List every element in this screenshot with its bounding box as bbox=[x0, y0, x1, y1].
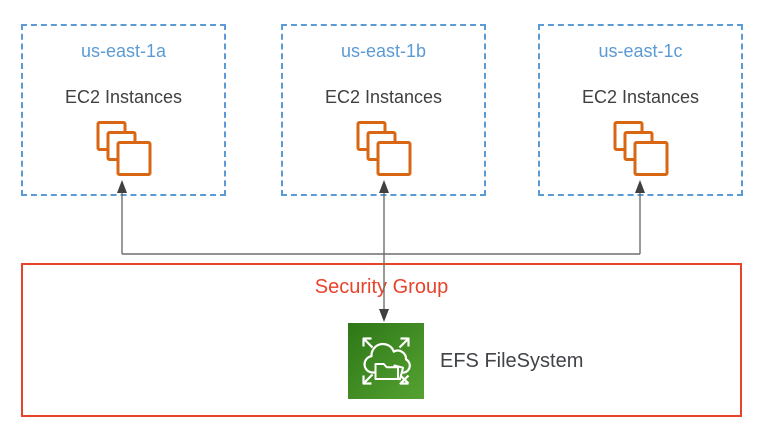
az-name-label: us-east-1a bbox=[80, 41, 167, 61]
ec2-instances-icon bbox=[96, 121, 151, 176]
ec2-instances-icon bbox=[613, 121, 668, 176]
ec2-square-front bbox=[376, 141, 411, 176]
az-name-label: us-east-1b bbox=[340, 41, 427, 61]
availability-zone-box-2: us-east-1b EC2 Instances bbox=[281, 24, 486, 196]
expand-arrows-icon bbox=[362, 337, 410, 385]
availability-zone-box-1: us-east-1a EC2 Instances bbox=[21, 24, 226, 196]
security-group-label: Security Group bbox=[314, 276, 449, 298]
efs-filesystem: EFS FileSystem bbox=[348, 323, 583, 399]
ec2-square-front bbox=[633, 141, 668, 176]
security-group-box: Security Group bbox=[21, 263, 742, 417]
efs-icon bbox=[348, 323, 424, 399]
ec2-square-front bbox=[116, 141, 151, 176]
availability-zone-box-3: us-east-1c EC2 Instances bbox=[538, 24, 743, 196]
az-name-label: us-east-1c bbox=[598, 41, 683, 61]
folder-icon bbox=[374, 363, 399, 380]
efs-filesystem-label: EFS FileSystem bbox=[440, 349, 584, 372]
ec2-instances-label: EC2 Instances bbox=[64, 87, 183, 107]
ec2-instances-icon bbox=[356, 121, 411, 176]
cloud-icon bbox=[363, 342, 411, 374]
ec2-instances-label: EC2 Instances bbox=[324, 87, 443, 107]
ec2-instances-label: EC2 Instances bbox=[581, 87, 700, 107]
